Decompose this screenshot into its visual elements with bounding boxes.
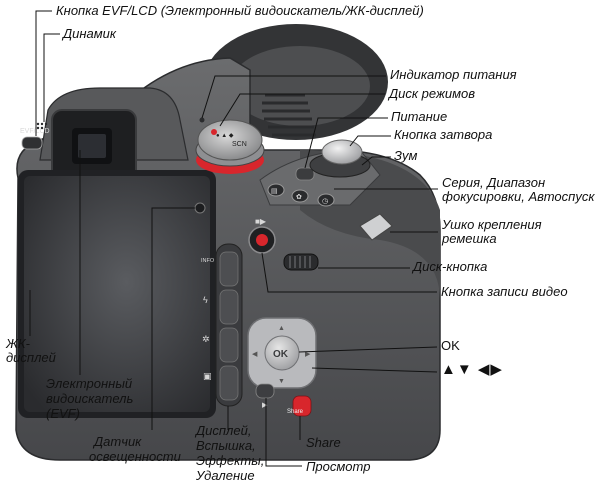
label-side-buttons-line2: Вспышка, xyxy=(196,438,256,453)
light-sensor xyxy=(194,202,206,214)
evf-lcd-marking: EVF/LCD xyxy=(20,128,50,135)
label-burst-line2: фокусировки, Автоспуск xyxy=(442,189,595,204)
label-arrows: ▲▼ ◀▶ xyxy=(441,361,503,378)
mode-dial-icons: ● ▲ ◆ xyxy=(216,133,234,139)
dpad-up-icon[interactable]: ▲ xyxy=(278,325,285,332)
label-side-buttons-line1: Дисплей, xyxy=(196,423,252,438)
label-power-indicator: Индикатор питания xyxy=(390,67,517,82)
mode-dial-marking: SCN xyxy=(232,141,247,148)
label-video-button: Кнопка записи видео xyxy=(441,284,568,299)
label-light-sensor-line2: освещенности xyxy=(89,449,181,464)
label-lcd-line1: ЖК- xyxy=(6,336,30,351)
jog-dial[interactable] xyxy=(283,253,319,271)
shutter-button[interactable] xyxy=(321,139,363,165)
burst-icon: ▤ xyxy=(271,188,278,195)
label-shutter-button: Кнопка затвора xyxy=(394,127,493,142)
timer-icon: ◷ xyxy=(322,198,329,205)
label-ok: OK xyxy=(441,338,460,353)
dpad-down-icon[interactable]: ▼ xyxy=(278,378,285,385)
label-share: Share xyxy=(306,435,341,450)
label-power: Питание xyxy=(391,109,448,124)
label-strap-line2: ремешка xyxy=(442,231,497,246)
strap-eyelet xyxy=(359,213,393,241)
speaker-grille xyxy=(36,122,48,130)
share-button[interactable] xyxy=(292,395,312,417)
mode-dial[interactable] xyxy=(197,119,263,161)
side-buttons[interactable] xyxy=(219,251,239,401)
label-mode-dial: Диск режимов xyxy=(389,86,476,101)
label-light-sensor-line1: Датчик xyxy=(94,434,142,449)
jog-dial-ridges xyxy=(289,256,311,268)
label-side-buttons-line3: Эффекты, xyxy=(196,453,265,468)
label-evf-lcd-button: Кнопка EVF/LCD (Электронный видоискатель… xyxy=(56,3,424,18)
lens-grip-ridges xyxy=(262,93,316,137)
review-button[interactable] xyxy=(255,383,275,399)
label-evf-line2: видоискатель xyxy=(46,391,134,406)
label-review: Просмотр xyxy=(306,459,371,474)
review-icon: ▶ xyxy=(262,402,268,409)
video-icon: ■▶ xyxy=(255,217,267,226)
info-marking: INFO xyxy=(201,258,215,264)
power-indicator-led xyxy=(199,117,205,123)
lcd-screen xyxy=(24,176,210,412)
label-speaker: Динамик xyxy=(63,26,117,41)
power-switch[interactable] xyxy=(295,167,315,181)
flash-icon: ϟ xyxy=(203,295,208,305)
effects-icon: ✲ xyxy=(202,334,210,344)
evf-glass xyxy=(78,134,106,158)
label-burst-line1: Серия, Диапазон xyxy=(442,175,546,190)
dpad-left-icon[interactable]: ◀ xyxy=(252,351,258,358)
label-lcd-line2: дисплей xyxy=(6,350,56,365)
dpad-right-icon[interactable]: ▶ xyxy=(305,351,311,358)
ok-marking: OK xyxy=(273,349,289,360)
label-strap-line1: Ушко крепления xyxy=(442,217,542,232)
video-record-dot xyxy=(256,234,268,246)
label-side-buttons-line4: Удаление xyxy=(196,468,255,483)
mode-dial-red-dot xyxy=(211,129,217,135)
label-evf-line3: (EVF) xyxy=(46,406,80,421)
burst-focus-timer-buttons[interactable] xyxy=(267,183,335,207)
trash-icon: ▣ xyxy=(203,371,212,381)
share-marking: Share xyxy=(287,409,304,415)
ok-button[interactable] xyxy=(264,335,300,371)
lens-ring xyxy=(230,46,370,126)
evf-lcd-button[interactable] xyxy=(21,136,43,150)
callout-lines xyxy=(29,10,438,467)
label-zoom: Зум xyxy=(394,148,418,163)
label-evf-line1: Электронный xyxy=(46,376,133,391)
label-jog-dial: Диск-кнопка xyxy=(413,259,488,274)
focus-icon: ✿ xyxy=(296,194,302,201)
